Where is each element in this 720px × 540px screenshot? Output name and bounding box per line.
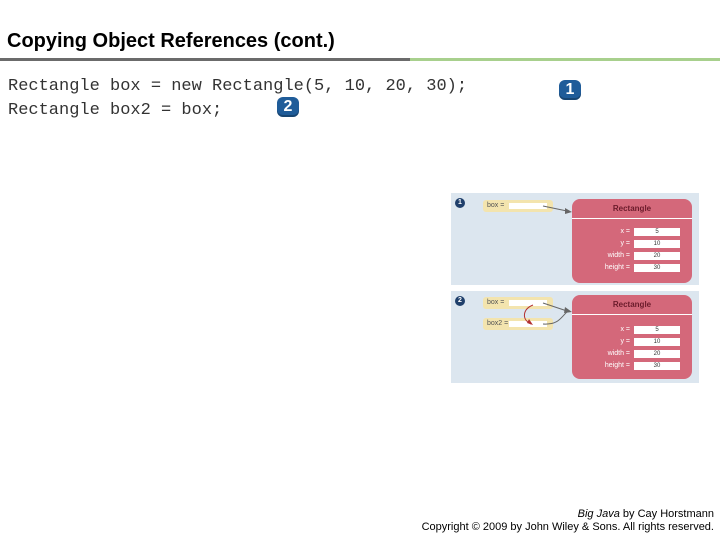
title-divider-accent xyxy=(410,58,720,61)
field-row: y = 10 xyxy=(572,337,692,347)
variable-label: box2 = xyxy=(487,320,509,327)
book-title: Big Java xyxy=(577,508,620,520)
reference-slot xyxy=(509,321,547,327)
field-value: 10 xyxy=(634,338,680,346)
panel-1-number: 1 xyxy=(455,198,465,208)
diagram-panel-2: 2 box = box2 = Rectangle x = 5 y = 10 wi… xyxy=(451,291,699,383)
field-label: y = xyxy=(620,338,630,345)
field-value: 20 xyxy=(634,350,680,358)
copyright-notice: Copyright © 2009 by John Wiley & Sons. A… xyxy=(421,521,714,533)
variable-box: box = xyxy=(483,297,553,309)
variable-box: box = xyxy=(483,200,553,212)
reference-arrow xyxy=(542,205,572,214)
author-credit: by Cay Horstmann xyxy=(619,508,714,520)
field-value: 10 xyxy=(634,240,680,248)
field-row: x = 5 xyxy=(572,325,692,335)
code-line-2: Rectangle box2 = box; xyxy=(8,101,223,120)
book-credit: Big Java by Cay Horstmann xyxy=(578,508,714,520)
rectangle-object: Rectangle x = 5 y = 10 width = 20 height… xyxy=(572,199,692,283)
field-row: x = 5 xyxy=(572,227,692,237)
object-type-label: Rectangle xyxy=(612,300,652,309)
field-row: width = 20 xyxy=(572,251,692,261)
field-row: y = 10 xyxy=(572,239,692,249)
field-row: width = 20 xyxy=(572,349,692,359)
reference-arrows xyxy=(524,302,572,325)
object-header-divider xyxy=(572,218,692,219)
field-value: 20 xyxy=(634,252,680,260)
rectangle-object: Rectangle x = 5 y = 10 width = 20 height… xyxy=(572,295,692,379)
field-row: height = 30 xyxy=(572,263,692,273)
field-label: width = xyxy=(607,252,630,259)
step-2-badge: 2 xyxy=(277,97,299,117)
field-value: 30 xyxy=(634,264,680,272)
field-value: 5 xyxy=(634,228,680,236)
field-label: y = xyxy=(620,240,630,247)
panel-2-number: 2 xyxy=(455,296,465,306)
reference-slot xyxy=(509,300,547,306)
object-header-divider xyxy=(572,314,692,315)
field-label: x = xyxy=(620,228,630,235)
variable-label: box = xyxy=(487,299,505,306)
step-1-badge: 1 xyxy=(559,80,581,100)
field-label: height = xyxy=(604,362,630,369)
code-line-1: Rectangle box = new Rectangle(5, 10, 20,… xyxy=(8,77,468,96)
variable-box: box2 = xyxy=(483,318,553,330)
field-label: width = xyxy=(607,350,630,357)
title-divider xyxy=(0,58,720,61)
field-value: 30 xyxy=(634,362,680,370)
object-type-label: Rectangle xyxy=(612,204,652,213)
field-label: height = xyxy=(604,264,630,271)
diagram-panel-1: 1 box = Rectangle x = 5 y = 10 width = 2… xyxy=(451,193,699,285)
field-row: height = 30 xyxy=(572,361,692,371)
field-label: x = xyxy=(620,326,630,333)
field-value: 5 xyxy=(634,326,680,334)
reference-slot xyxy=(509,203,547,209)
variable-label: box = xyxy=(487,202,505,209)
slide-title: Copying Object References (cont.) xyxy=(7,30,335,52)
